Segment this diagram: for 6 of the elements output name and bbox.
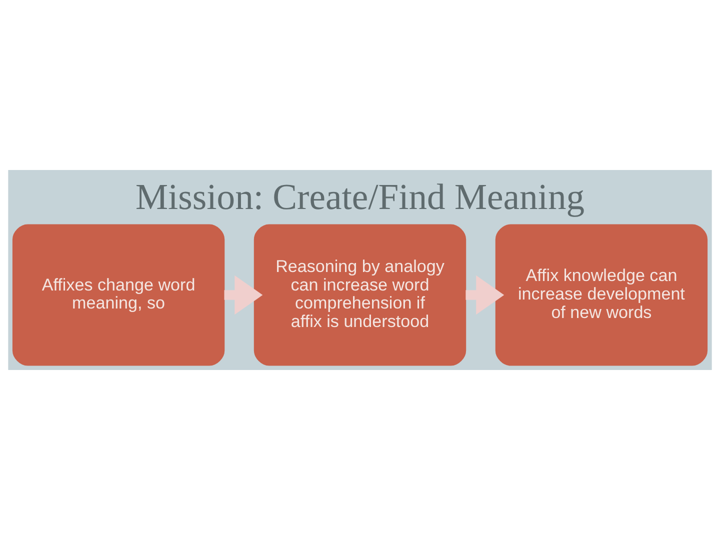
arrow xyxy=(224,275,263,315)
arrow xyxy=(466,275,504,315)
node-box: Reasoning by analogy can increase word comprehension if affix is understood xyxy=(254,224,466,366)
node-box: Affix knowledge can increase development of new words xyxy=(495,224,708,366)
node-box: Affixes change word meaning, so xyxy=(12,224,225,366)
diagram-title: Mission: Create/Find Meaning xyxy=(135,176,585,218)
